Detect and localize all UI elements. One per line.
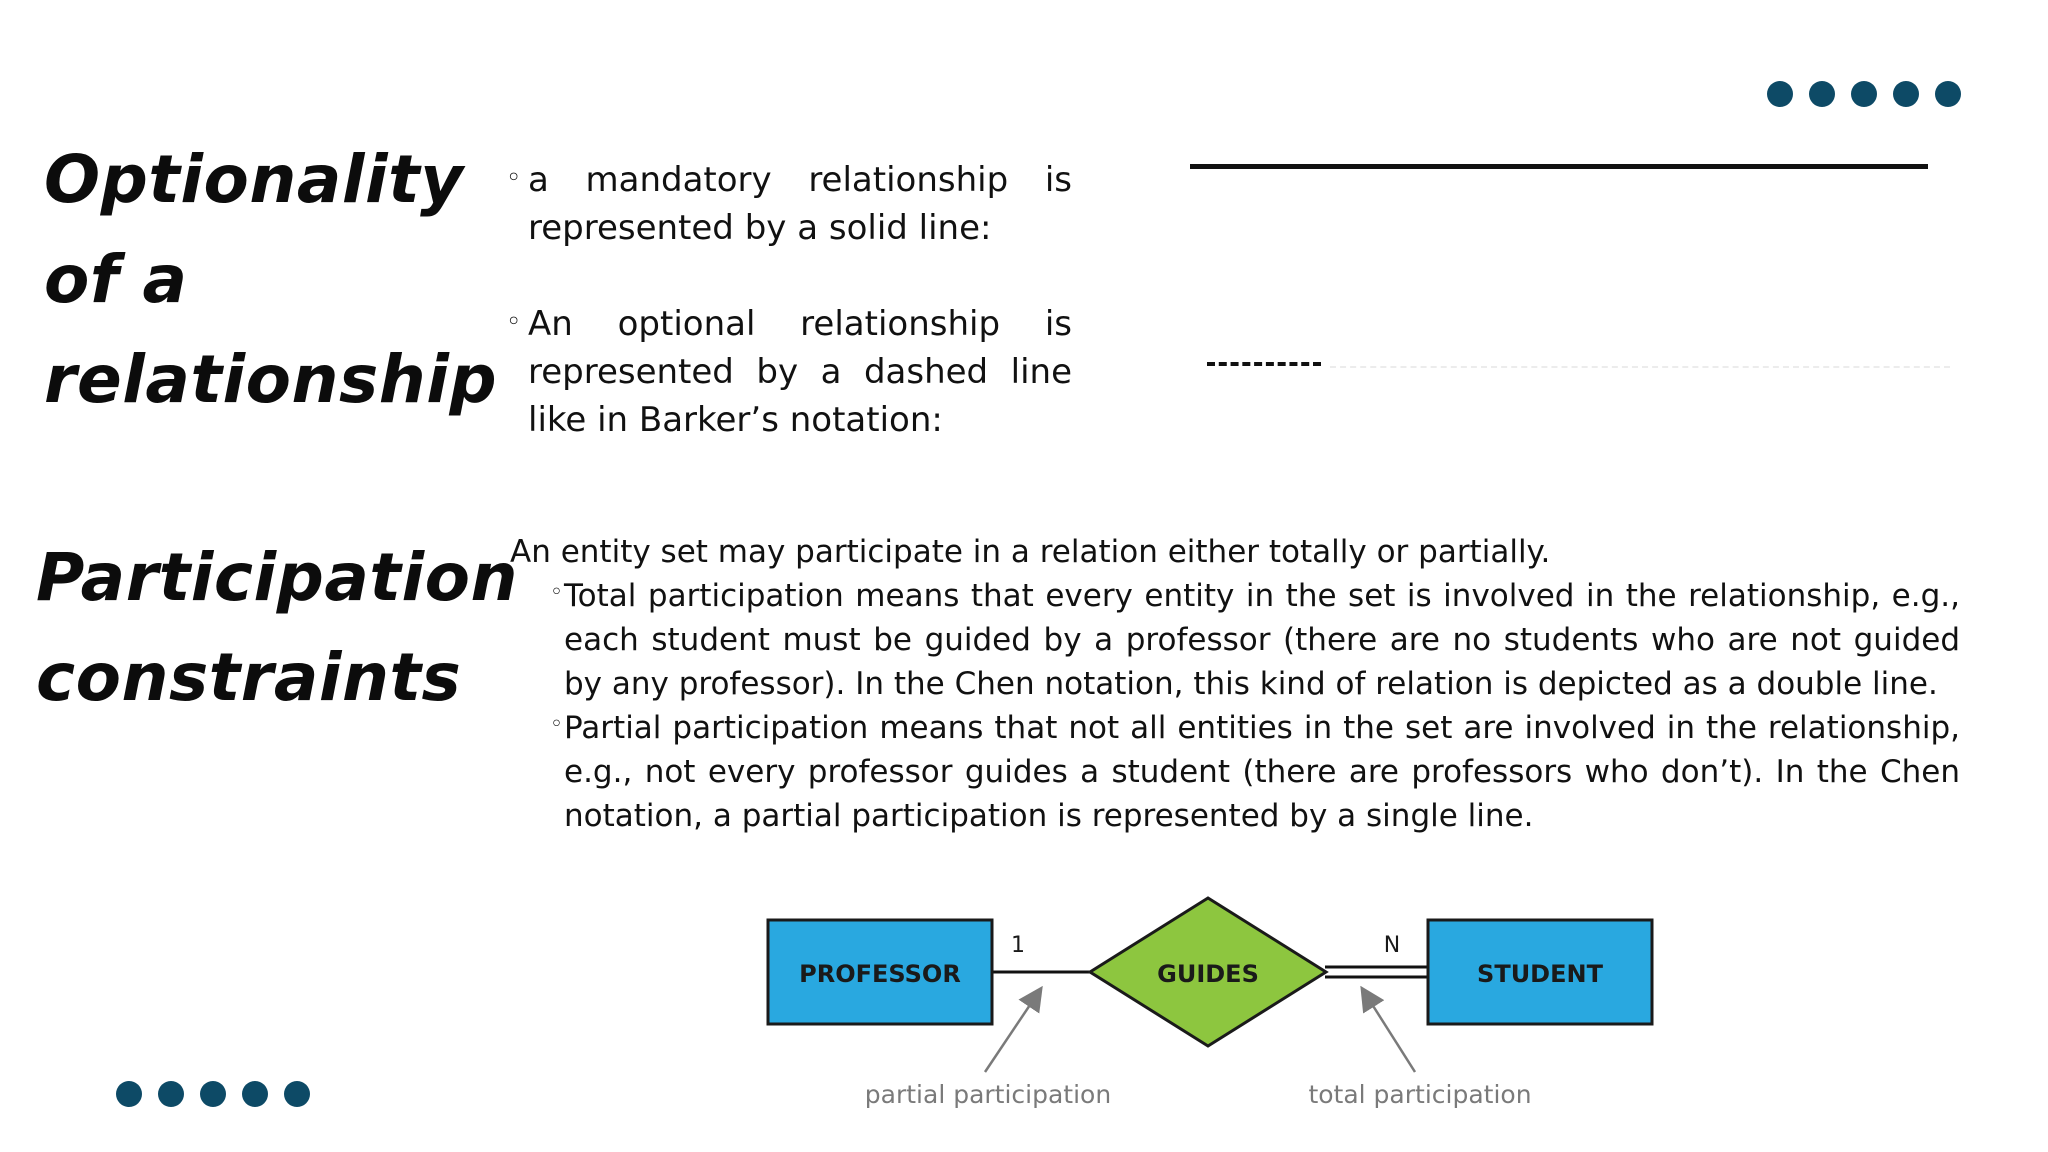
bullet-optional-text: An optional relationship is represented …: [528, 304, 1072, 440]
bullet-partial-participation: ◦ Partial participation means that not a…: [510, 706, 1960, 838]
bullet-circle-icon: ◦: [550, 712, 563, 737]
participation-heading: Participation constraints: [36, 539, 518, 716]
total-participation-caption: total participation: [1308, 1080, 1531, 1109]
dot: [200, 1081, 226, 1107]
dot: [1767, 81, 1793, 107]
faint-dashed-line: [1330, 366, 1950, 368]
dot: [242, 1081, 268, 1107]
bullet-circle-icon: ◦: [550, 580, 563, 605]
bullet-mandatory: ◦ a mandatory relationship is represente…: [506, 156, 1072, 252]
participation-intro: An entity set may participate in a relat…: [510, 534, 1551, 570]
cardinality-one: 1: [1011, 933, 1025, 958]
bullet-total-text: Total participation means that every ent…: [564, 578, 1960, 702]
partial-participation-caption: partial participation: [865, 1080, 1111, 1109]
bullet-circle-icon: ◦: [506, 307, 522, 337]
decorative-dots-bottom: [116, 1081, 310, 1107]
dot: [158, 1081, 184, 1107]
partial-participation-arrow: [983, 985, 1043, 1073]
bullet-circle-icon: ◦: [506, 163, 522, 193]
bullet-optional: ◦ An optional relationship is represente…: [506, 300, 1072, 444]
dot: [1935, 81, 1961, 107]
bullet-partial-text: Partial participation means that not all…: [564, 710, 1960, 834]
optionality-bullets: ◦ a mandatory relationship is represente…: [506, 156, 1072, 444]
dot: [1851, 81, 1877, 107]
professor-entity: [766, 918, 994, 1026]
cardinality-many: N: [1384, 933, 1400, 958]
student-entity: [1426, 918, 1654, 1026]
solid-line-example: [1190, 164, 1928, 169]
decorative-dots-top: [1767, 81, 1961, 107]
professor-label: PROFESSOR: [799, 960, 961, 988]
dot: [284, 1081, 310, 1107]
guides-relationship: [1087, 896, 1329, 1048]
dot: [116, 1081, 142, 1107]
dot: [1893, 81, 1919, 107]
total-participation-arrow: [1360, 985, 1417, 1073]
dashed-line-example: [1207, 362, 1321, 366]
optionality-heading: Optionality of a relationship: [44, 141, 498, 418]
student-label: STUDENT: [1477, 960, 1604, 988]
bullet-total-participation: ◦ Total participation means that every e…: [510, 574, 1960, 706]
dot: [1809, 81, 1835, 107]
er-diagram: PROFESSOR GUIDES STUDENT 1 N partial par…: [766, 896, 1654, 1109]
participation-text: An entity set may participate in a relat…: [510, 530, 1960, 838]
guides-label: GUIDES: [1157, 960, 1259, 988]
bullet-mandatory-text: a mandatory relationship is represented …: [528, 160, 1072, 248]
